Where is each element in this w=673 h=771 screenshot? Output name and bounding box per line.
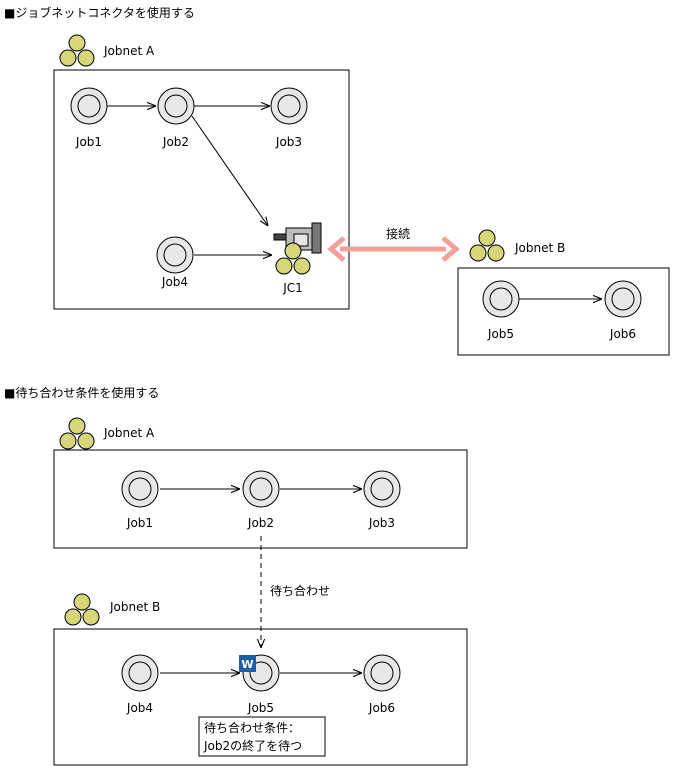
job-label: Job4 (161, 275, 188, 289)
wait-condition-line2: Job2の終了を待つ (203, 738, 302, 753)
jobnet-b-box (53, 628, 468, 766)
job-label: Job2 (162, 135, 189, 149)
job-icon (604, 280, 642, 318)
job-label: Job5 (487, 327, 514, 341)
job-label: Job5 (247, 701, 274, 715)
job-icon (363, 470, 401, 508)
connector-label: JC1 (282, 281, 303, 295)
wait-condition-line1: 待ち合わせ条件： (204, 720, 300, 735)
job-icon (270, 87, 308, 125)
job-icon (157, 87, 195, 125)
job-label: Job3 (368, 516, 395, 530)
wait-condition-note (198, 716, 326, 757)
job-icon (363, 654, 401, 692)
job-label: Job3 (275, 135, 302, 149)
flow-arrow (191, 115, 268, 226)
job-icon (70, 87, 108, 125)
wait-badge-letter: W (241, 658, 253, 671)
job-label: Job1 (75, 135, 102, 149)
job-icon (482, 280, 520, 318)
job-label: Job2 (247, 516, 274, 530)
jobnet-a-icon (59, 34, 95, 67)
job-label: Job1 (126, 516, 153, 530)
jobnet-a-icon (59, 417, 95, 450)
connection-label: 接続 (386, 226, 410, 241)
section1-heading: ■ジョブネットコネクタを使用する (4, 5, 195, 20)
wait-badge (239, 655, 256, 672)
job-icon (121, 470, 159, 508)
jobnet-connector-icon (273, 222, 322, 275)
jobnet-b-label: Jobnet B (514, 241, 565, 255)
section2-heading: ■待ち合わせ条件を使用する (4, 385, 159, 400)
job-label: Job6 (609, 327, 636, 341)
connection-arrow (327, 236, 460, 262)
job-icon (121, 654, 159, 692)
jobnet-b-icon (64, 593, 100, 626)
jobnet-b-label: Jobnet B (109, 600, 160, 614)
job-icon (156, 236, 194, 274)
job-label: Job6 (368, 701, 395, 715)
jobnet-b-icon (469, 229, 505, 262)
jobnet-b-box (457, 267, 670, 356)
jobnet-a-label: Jobnet A (103, 44, 155, 58)
job-label: Job4 (126, 701, 153, 715)
jobnet-a-box (53, 69, 350, 310)
wait-label: 待ち合わせ (270, 583, 330, 598)
job-icon (242, 470, 280, 508)
jobnet-a-label: Jobnet A (103, 426, 155, 440)
